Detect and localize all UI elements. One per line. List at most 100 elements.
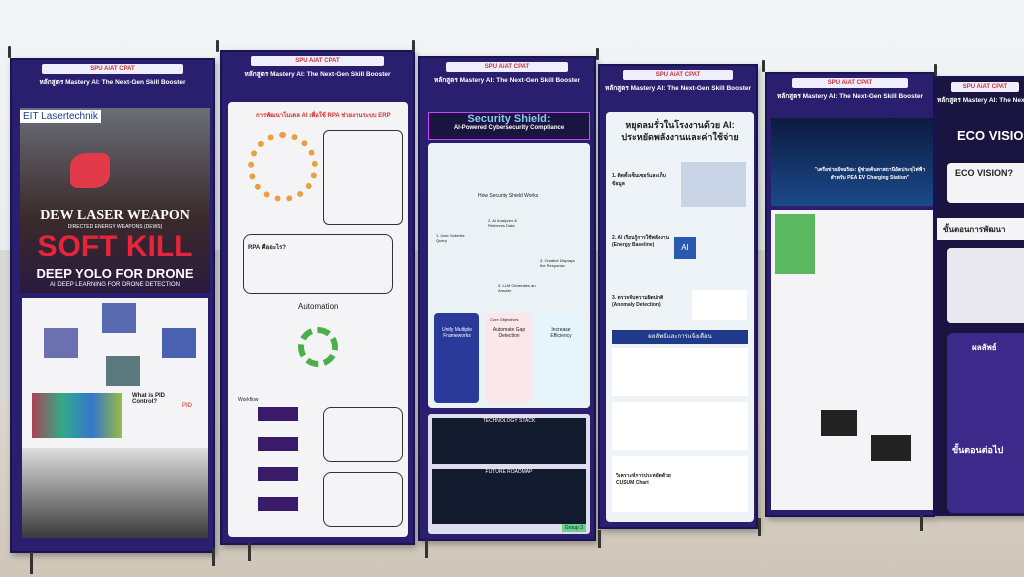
gears-diagram: [298, 327, 338, 367]
step-2: 2. AI Analyzes & Retrieves Data: [488, 218, 517, 228]
rpa-box: [243, 234, 393, 294]
poster-title: หลักสูตร Mastery AI: The Next-Gen Skill …: [776, 93, 924, 100]
security-header: Security Shield: AI-Powered Cybersecurit…: [428, 112, 590, 140]
steps-box: [947, 248, 1024, 323]
pid-tag: PID: [182, 403, 193, 409]
tech-title: TECHNOLOGY STACK: [482, 418, 536, 424]
rpa-heading: การพัฒนาโมเดล AI เพื่อใช้ RPA ช่วยงานระบ…: [256, 113, 391, 119]
poster-eco-vision: SPU AiAT CPAT หลักสูตร Mastery AI: The N…: [935, 76, 1024, 516]
stand-leg: [598, 530, 601, 548]
poster-title: หลักสูตร Mastery AI: The Next-Gen Skill …: [39, 79, 186, 86]
anomaly-chart: [692, 290, 747, 320]
stand-hook: [412, 40, 415, 52]
security-title: Security Shield:: [467, 113, 551, 125]
drone-image: [102, 303, 136, 333]
cusum-card: วิเคราะห์การประหยัดด้วย CUSUM Chart: [612, 456, 748, 512]
stand-leg: [758, 518, 761, 536]
tech-section: TECHNOLOGY STACK FUTURE ROADMAP Group 3: [428, 414, 590, 534]
stand-leg: [920, 515, 923, 531]
brand-logo: EIT Lasertechnik: [20, 110, 101, 123]
card-label: Automate Gap Detection: [492, 327, 526, 339]
step-3: 3. Chatbot Displays the Response: [540, 258, 575, 268]
objective-card-efficiency: Increase Efficiency: [538, 313, 583, 403]
drone-image: [44, 328, 78, 358]
stand-hook: [216, 40, 219, 52]
eco-vision-box: ECO VISION?: [947, 163, 1024, 203]
next-steps-title: ขั้นตอนต่อไป: [952, 445, 1004, 455]
stand-hook: [596, 48, 599, 60]
erp-cycle-diagram: [248, 132, 318, 202]
sponsor-logos: SPU AiAT CPAT: [791, 78, 909, 88]
results-title: ผลลัพธ์: [972, 343, 997, 352]
results-box: ผลลัพธ์ ขั้นตอนต่อไป: [947, 333, 1024, 513]
sponsor-logos: SPU AiAT CPAT: [250, 56, 385, 66]
eco-vision-question: ECO VISION?: [955, 168, 1014, 178]
thailand-map: [775, 214, 815, 274]
ev-quote: "เครือข่ายอัจฉริยะ: ผู้ช่วยค้นหาสถานีอัด…: [814, 167, 926, 181]
card-label: Unify Multiple Frameworks: [441, 327, 472, 339]
subheadline: DIRECTED ENERGY WEAPONS (DEWS): [67, 224, 163, 230]
results-header: ผลลัพธ์และการแจ้งเตือน: [612, 330, 748, 344]
red-shape: [70, 153, 110, 188]
headline: DEW LASER WEAPON: [40, 208, 190, 223]
steps-title: ขั้นตอนการพัฒนา: [943, 225, 1006, 234]
screenshot: [821, 410, 857, 436]
stand-leg: [212, 548, 215, 566]
objective-card-unify: Unify Multiple Frameworks: [434, 313, 479, 403]
benefits-box: [323, 407, 403, 462]
poster-title: หลักสูตร Mastery AI: The Next-Gen Skill …: [433, 77, 581, 84]
sponsor-logos: SPU AiAT CPAT: [951, 82, 1019, 92]
air-leak-panel: หยุดลมรั่วในโรงงานด้วย AI: ประหยัดพลังงา…: [606, 112, 754, 522]
ai-detection-text: AI DEEP LEARNING FOR DRONE DETECTION: [50, 282, 180, 288]
cusum-label: วิเคราะห์การประหยัดด้วย CUSUM Chart: [616, 473, 671, 486]
sponsor-logos: SPU AiAT CPAT: [42, 64, 183, 74]
poster-security-shield: SPU AiAT CPAT หลักสูตร Mastery AI: The N…: [418, 56, 596, 541]
card-label: Increase Efficiency: [550, 327, 572, 339]
sponsor-logos: SPU AiAT CPAT: [446, 62, 568, 72]
step-4: 3. LLM Generates an Answer: [498, 283, 536, 293]
info-box: [323, 130, 403, 225]
alert-card: [612, 348, 748, 396]
drone-image: [162, 328, 196, 358]
drone-dataset-grid: [32, 393, 122, 438]
poster-air-leak: SPU AiAT CPAT หลักสูตร Mastery AI: The N…: [598, 64, 758, 529]
technology-stack: TECHNOLOGY STACK: [432, 418, 586, 464]
deep-yolo-text: DEEP YOLO FOR DRONE: [36, 266, 194, 281]
step-3: 3. ตรวจจับความผิดปกติ (Anomaly Detection…: [612, 295, 664, 308]
screenshot: [871, 435, 911, 461]
cost-card: [612, 402, 748, 450]
pid-title: What is PID Control?: [132, 393, 166, 405]
workflow-steps: [258, 407, 298, 527]
air-leak-subtitle: ประหยัดพลังงานและค่าใช้จ่าย: [621, 132, 739, 142]
future-roadmap: FUTURE ROADMAP: [432, 469, 586, 524]
drone-content-panel: What is PID Control? PID: [22, 298, 208, 538]
drone-image: [106, 356, 140, 386]
roadmap-title: FUTURE ROADMAP: [485, 469, 533, 475]
ai-chip-icon: AI: [674, 237, 696, 259]
sponsor-logos: SPU AiAT CPAT: [623, 70, 733, 80]
stand-leg: [248, 543, 251, 561]
security-panel: How Security Shield Works 1. User Submit…: [428, 143, 590, 408]
group-badge: Group 3: [561, 524, 586, 532]
poster-ev-charging: SPU AiAT CPAT หลักสูตร Mastery AI: The N…: [765, 72, 935, 517]
card-heading: Core Objectives: [490, 317, 519, 322]
poster-title: หลักสูตร Mastery AI: The Next-Gen Skill …: [244, 71, 391, 78]
stand-leg: [30, 552, 33, 574]
air-leak-title: หยุดลมรั่วในโรงงานด้วย AI:: [625, 120, 735, 130]
rpa-content-panel: การพัฒนาโมเดล AI เพื่อใช้ RPA ช่วยงานระบ…: [228, 102, 408, 537]
rpa-question: RPA คืออะไร?: [248, 245, 287, 251]
step-2: 2. AI เรียนรู้การใช้พลังงาน (Energy Base…: [612, 235, 670, 248]
poster-title: หลักสูตร Mastery AI: The Next-Gen Skill …: [604, 85, 752, 92]
soldiers-image: [22, 448, 208, 538]
soft-kill-text: SOFT KILL: [37, 230, 193, 263]
stand-hook: [934, 64, 937, 76]
factory-illustration: [681, 162, 746, 207]
summary-box: [323, 472, 403, 527]
poster-rpa-erp: SPU AiAT CPAT หลักสูตร Mastery AI: The N…: [220, 50, 415, 545]
how-it-works: How Security Shield Works: [478, 193, 539, 199]
ev-content-panel: [771, 210, 933, 510]
stand-leg: [425, 540, 428, 558]
step-1: 1. User Submits Query: [436, 233, 465, 243]
stand-hook: [8, 46, 11, 58]
